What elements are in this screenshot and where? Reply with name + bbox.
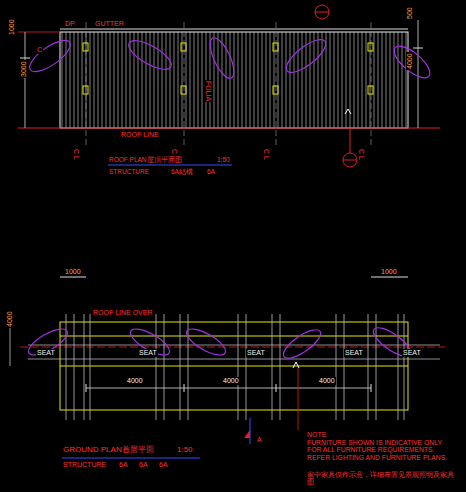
plan-scale: 1:50	[216, 156, 231, 163]
dimension-text: 1000	[380, 268, 398, 276]
post-line	[74, 314, 75, 420]
post-line	[272, 314, 273, 420]
post-line	[246, 314, 247, 420]
post-line	[84, 314, 85, 420]
ground-plan	[10, 277, 445, 458]
seat-text: SEAT	[246, 349, 266, 357]
seat-text: SEAT	[344, 349, 364, 357]
dimension-text: 1000	[64, 268, 82, 276]
structure-text: 6A	[158, 461, 169, 469]
post-line	[164, 314, 165, 420]
section-mark: A	[256, 436, 263, 444]
grid-label: C L	[72, 148, 80, 161]
tag-text: FOLIA	[204, 80, 212, 102]
seat-text: SEAT	[36, 349, 56, 357]
structure-text: STRUCTURE	[108, 168, 150, 175]
structure-text: 6A結構	[170, 168, 194, 175]
roof-line-text: ROOF LINE	[120, 131, 160, 139]
structure-text: 6A	[118, 461, 129, 469]
plan-scale: 1:50	[176, 446, 194, 455]
grid-label: C L	[357, 148, 365, 161]
dimension-text: 1000	[8, 18, 16, 36]
seat-text: SEAT	[138, 349, 158, 357]
post-line	[404, 314, 405, 420]
structure-text: 6A	[206, 168, 216, 175]
plan-title: GROUND PLAN首层平面	[62, 446, 155, 455]
post-line	[238, 314, 239, 420]
plan-title: ROOF PLAN屋頂平面图	[108, 156, 183, 163]
post-line	[344, 314, 345, 420]
post-line	[180, 314, 181, 420]
dimension-text: 4000	[318, 377, 336, 385]
post-line	[376, 314, 377, 420]
grid-label: C L	[262, 148, 270, 161]
dimension-text: 4000	[6, 310, 14, 328]
structure-text: STRUCTURE	[62, 461, 107, 469]
tag-text: DP	[64, 20, 76, 28]
dimension-text: 500	[406, 6, 414, 20]
dimension-text: 3000	[20, 60, 28, 78]
post-line	[336, 314, 337, 420]
post-line	[280, 314, 281, 420]
post-line	[90, 314, 91, 420]
dimension-text: 4000	[222, 377, 240, 385]
tag-text: C	[36, 46, 43, 54]
seat-text: SEAT	[402, 349, 422, 357]
dimension-text: 4000	[126, 377, 144, 385]
dimension-text: 4000	[406, 52, 414, 70]
note-text: 家中家具仅作示意，详细布置见景观照明及家具图	[306, 471, 458, 486]
roof-line-text: ROOF LINE OVER	[92, 309, 154, 317]
note-title: NOTE	[306, 431, 327, 439]
note-text: FURNITURE SHOWN IS INDICATIVE ONLY FOR A…	[306, 439, 458, 461]
tag-text: GUTTER	[94, 20, 125, 28]
roof-plan	[18, 5, 440, 167]
post-line	[368, 314, 369, 420]
post-line	[156, 314, 157, 420]
post-line	[398, 314, 399, 420]
structure-text: 6A	[138, 461, 149, 469]
